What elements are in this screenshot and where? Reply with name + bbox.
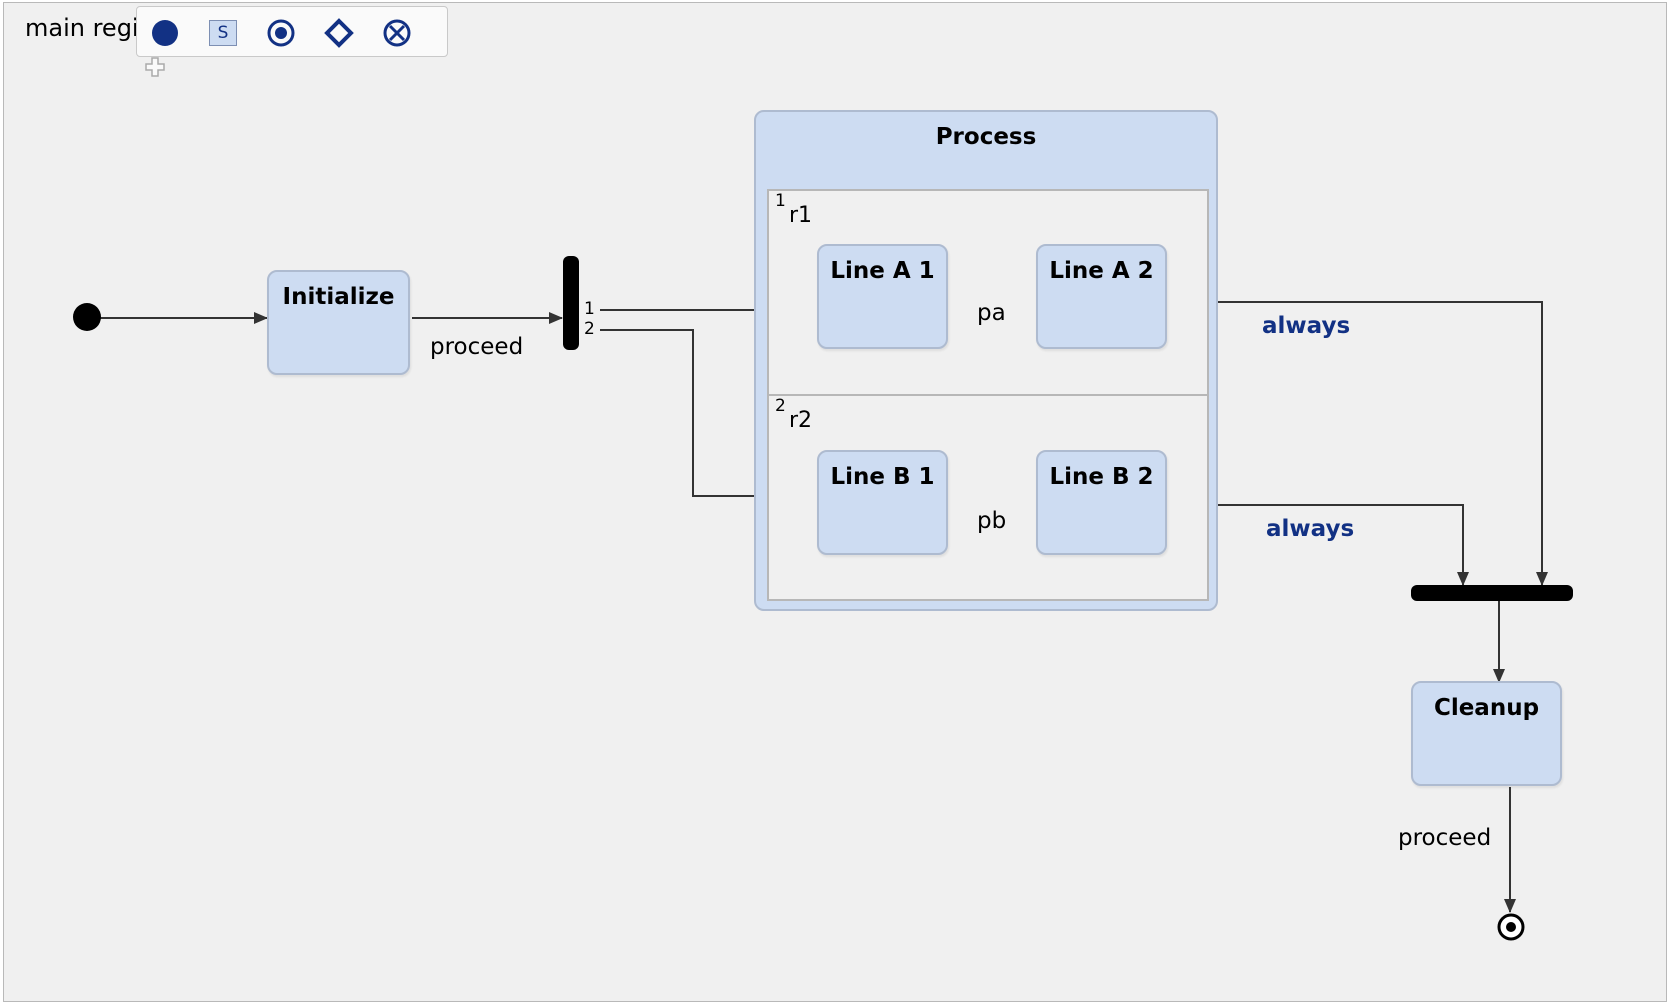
- state-cleanup[interactable]: Cleanup: [1411, 681, 1562, 786]
- state-line-a1[interactable]: Line A 1: [817, 244, 948, 349]
- fork-bar[interactable]: [563, 256, 579, 350]
- state-process-name: Process: [935, 124, 1037, 150]
- tool-palette: S: [136, 6, 448, 57]
- transition-label-cleanup-proceed[interactable]: proceed: [1398, 825, 1492, 851]
- state-initialize[interactable]: Initialize: [267, 270, 410, 375]
- state-line-b2-name: Line B 2: [1049, 464, 1154, 490]
- state-tool-icon[interactable]: S: [207, 17, 239, 49]
- exit-point-tool-icon[interactable]: [381, 17, 413, 49]
- fork-port-2: 2: [584, 319, 595, 339]
- region-r1-name: r1: [789, 203, 813, 228]
- edge-line-b2-to-join: [1168, 504, 1469, 586]
- state-line-a1-name: Line A 1: [830, 258, 935, 284]
- final-state-tool-icon[interactable]: [265, 17, 297, 49]
- transition-label-always-b[interactable]: always: [1266, 516, 1355, 542]
- transition-label-always-a[interactable]: always: [1262, 313, 1351, 339]
- state-line-b2[interactable]: Line B 2: [1036, 450, 1167, 555]
- add-tool-plus-icon[interactable]: [144, 56, 166, 82]
- main-region-label: main regi: [25, 14, 139, 42]
- join-bar[interactable]: [1411, 585, 1573, 601]
- fork-port-1: 1: [584, 299, 595, 319]
- transition-label-pb[interactable]: pb: [977, 508, 1007, 534]
- state-tool-glyph: S: [209, 20, 237, 46]
- state-line-a2-name: Line A 2: [1049, 258, 1154, 284]
- initial-state[interactable]: [73, 303, 101, 331]
- transition-label-proceed[interactable]: proceed: [430, 334, 524, 360]
- edge-line-a2-to-join: [1168, 301, 1548, 586]
- state-line-b1-name: Line B 1: [830, 464, 935, 490]
- state-line-b1[interactable]: Line B 1: [817, 450, 948, 555]
- region-r1-number: 1: [775, 191, 786, 211]
- final-state[interactable]: [1496, 912, 1526, 946]
- state-initialize-name: Initialize: [282, 284, 395, 310]
- region-r2-number: 2: [775, 396, 786, 416]
- transition-label-pa[interactable]: pa: [977, 300, 1006, 326]
- state-cleanup-name: Cleanup: [1433, 695, 1540, 721]
- initial-state-tool-icon[interactable]: [149, 17, 181, 49]
- choice-tool-icon[interactable]: [323, 17, 355, 49]
- state-line-a2[interactable]: Line A 2: [1036, 244, 1167, 349]
- region-r2-name: r2: [789, 408, 813, 433]
